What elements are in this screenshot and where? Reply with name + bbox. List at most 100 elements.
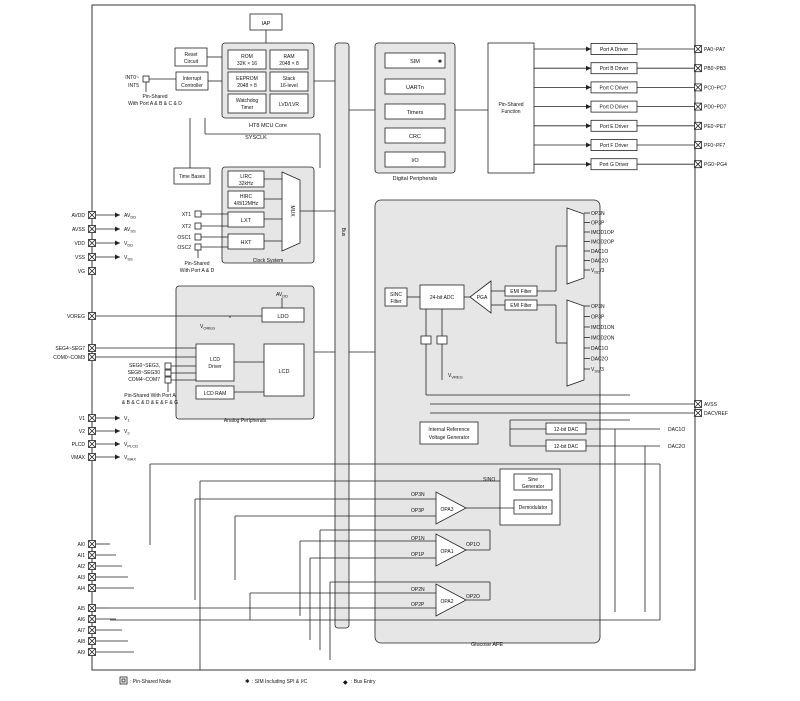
lxt-block [227, 211, 265, 228]
svg-text:: SIM Including SPI & I²C: : SIM Including SPI & I²C [252, 679, 308, 685]
svg-text:I/O: I/O [411, 158, 419, 164]
svg-text:LCD: LCD [278, 369, 289, 375]
dac-12bit-1 [545, 422, 587, 435]
ref-pin-0 [694, 400, 702, 408]
svg-text:32K × 16: 32K × 16 [237, 61, 257, 67]
port-pin-label: PB0~PB3 [704, 66, 726, 72]
port-driver-label: Port C Driver [600, 85, 629, 91]
ai-pin-label: AI3 [77, 575, 85, 581]
bus-section: Bus [314, 42, 375, 629]
demodulator-block [513, 499, 553, 515]
lcd-driver-block [195, 343, 235, 382]
svg-text:LCD RAM: LCD RAM [204, 391, 227, 397]
bus-entry-legend-icon: ◆ [343, 680, 348, 686]
com-node-icon [164, 376, 172, 384]
vref-switch-1 [420, 335, 432, 345]
ai-pin-3 [88, 573, 96, 581]
pin-shared-node-icon [142, 75, 150, 83]
svg-text:OP1P: OP1P [411, 552, 425, 558]
port-pin-1 [694, 64, 702, 73]
dac1o-output: DAC1O [668, 427, 685, 433]
mux-supply-label: VSS/3 [591, 367, 604, 374]
svg-text:OP2N: OP2N [411, 587, 425, 593]
rom-block [227, 49, 267, 70]
svg-text:MUX: MUX [289, 205, 295, 217]
svg-text:Sine: Sine [528, 477, 538, 483]
svg-text:OPA1: OPA1 [441, 549, 454, 555]
svg-text:SEG0~SEG3,: SEG0~SEG3, [129, 363, 160, 369]
port-pin-3 [694, 102, 702, 111]
ai-pin-0 [88, 540, 96, 548]
power-pin-4 [88, 267, 96, 275]
svg-text:SYSCLK: SYSCLK [245, 135, 267, 141]
svg-text:VVREG: VVREG [448, 373, 463, 380]
svg-text:✱: ✱ [438, 59, 442, 65]
ai-pin-6 [88, 615, 96, 623]
ai-pin-2 [88, 562, 96, 570]
legend: : Pin-Shared Node ✱ : SIM Including SPI … [119, 676, 376, 686]
svg-text:12-bit DAC: 12-bit DAC [554, 427, 579, 433]
star-legend-icon: ✱ [245, 678, 250, 685]
svg-text:Reset: Reset [184, 52, 198, 58]
lcd-voltage-signal-label: V1 [124, 416, 130, 423]
lcd-voltage-pin-label: PLCD [72, 442, 86, 448]
seg2-node-icon [164, 369, 172, 377]
vref-switch-2 [436, 335, 448, 345]
lcd-voltage-signal-label: VPLCD [124, 442, 138, 449]
power-pin-label: AVSS [72, 227, 86, 233]
iap-label: IAP [262, 21, 271, 27]
ref-pin-1 [694, 409, 702, 417]
port-pin-2 [694, 83, 702, 92]
ai-pin-label: AI8 [77, 639, 85, 645]
svg-text:OP1N: OP1N [411, 536, 425, 542]
clock-system-section: LIRC 32kHz HIRC 4/8/12MHz LXT HXT MUX Cl… [177, 166, 335, 274]
ai-pin-label: AI9 [77, 650, 85, 656]
pga-amplifier [469, 280, 492, 314]
port-driver-label: Port B Driver [600, 66, 629, 72]
power-pin-label: AVDD [71, 213, 85, 219]
mux-input-label: IMOD1ON [591, 325, 615, 331]
svg-text:COM4~COM7: COM4~COM7 [128, 377, 160, 383]
ai-pin-1 [88, 551, 96, 559]
lcd-ram-block [195, 385, 235, 400]
svg-text:Watchdog: Watchdog [236, 98, 259, 104]
mux-input-label: DAC2O [591, 259, 608, 265]
dac2o-output: DAC2O [668, 444, 685, 450]
svg-text:2048 × 8: 2048 × 8 [237, 83, 257, 89]
svg-text:Pin-Shared: Pin-Shared [142, 94, 167, 100]
power-pin-1 [88, 225, 96, 233]
opa3-amplifier [435, 491, 467, 525]
ref-pin-label: AVSS [704, 402, 718, 408]
svg-text:INT0~: INT0~ [125, 75, 139, 81]
ai-pin-label: AI2 [77, 564, 85, 570]
glucose-afe-section: OP3NOP3PIMOD1OPIMOD2OPDAC1ODAC2OVDD/3OP3… [110, 199, 685, 670]
svg-text:LCD: LCD [210, 357, 220, 363]
svg-text:Bus: Bus [340, 228, 346, 237]
svg-text:24-bit ADC: 24-bit ADC [430, 295, 455, 301]
svg-text:16-level: 16-level [280, 83, 298, 89]
hirc-block [227, 190, 265, 209]
svg-text:SEG8~SEG30: SEG8~SEG30 [128, 370, 161, 376]
osc2-node-icon [194, 243, 202, 251]
opa1-amplifier [435, 533, 467, 567]
svg-text:Demodulator: Demodulator [519, 505, 548, 511]
power-signal-label: VSS [124, 255, 133, 262]
svg-text:XT2: XT2 [182, 224, 191, 230]
lcd-pin-1 [88, 344, 96, 352]
svg-text:SINC: SINC [390, 292, 402, 298]
port-pin-label: PD0~PD7 [704, 105, 727, 111]
svg-text:SIM: SIM [410, 59, 420, 65]
power-signal-label: VDD [124, 241, 133, 248]
port-driver-label: Port D Driver [600, 105, 629, 111]
svg-text:Stack: Stack [283, 76, 296, 82]
svg-text:EMI Filter: EMI Filter [510, 289, 532, 295]
svg-text:2048 × 8: 2048 × 8 [279, 61, 299, 67]
svg-text:: Bus Entry: : Bus Entry [351, 679, 376, 685]
mux-input-label: IMOD2OP [591, 240, 615, 246]
crc-block [384, 127, 446, 144]
svg-text:OP2P: OP2P [411, 602, 425, 608]
port-driver-label: Port F Driver [600, 143, 629, 149]
mcu-core-section: IAP Reset Circuit ROM 32K × 16 RAM 2048 … [125, 13, 321, 185]
svg-text:Time Bases: Time Bases [179, 174, 206, 180]
